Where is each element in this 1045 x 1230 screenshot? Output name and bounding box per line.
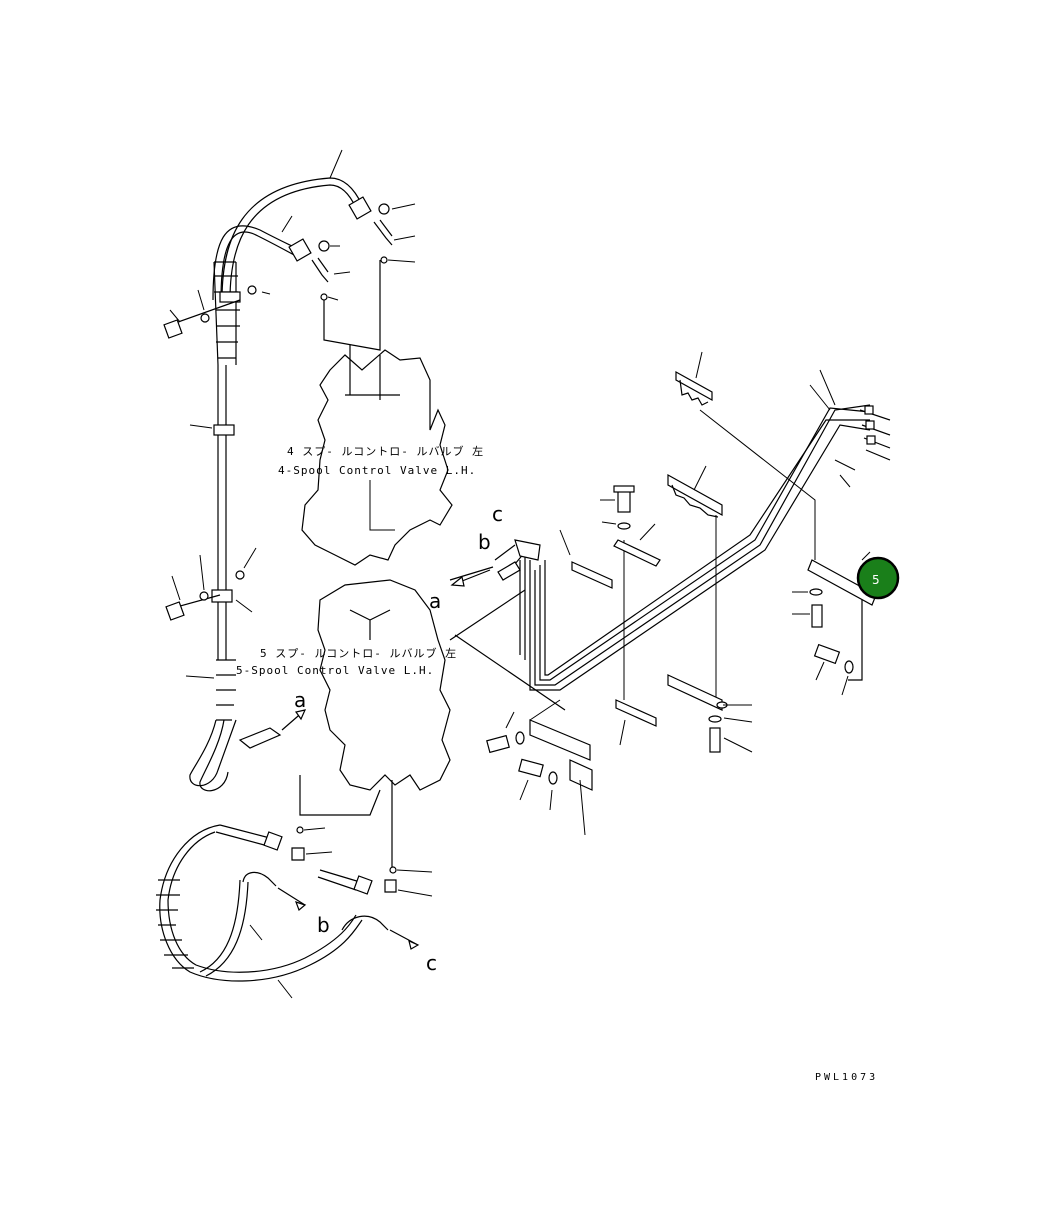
arrow-b-lower: [277, 887, 306, 906]
callout-b-upper: b: [478, 530, 491, 554]
control-valve-5spool: [299, 579, 451, 870]
tube-clamps: [529, 351, 877, 836]
control-valve-4spool: [301, 260, 453, 566]
item-marker-5[interactable]: 5: [856, 556, 900, 600]
valve5-label-en: 5-Spool Control Valve L.H.: [236, 664, 434, 677]
valve5-label-jp: 5 スプ- ルコントロ- ルバルブ 左: [260, 646, 457, 660]
tube-bundle: [449, 369, 891, 711]
callout-a-lower: a: [294, 688, 306, 712]
item-marker-circle[interactable]: [856, 556, 900, 600]
fasteners: [486, 485, 854, 811]
valve4-label-en: 4-Spool Control Valve L.H.: [278, 464, 476, 477]
drawing-code: PWL1073: [815, 1072, 878, 1083]
arrow-b-upper: [449, 566, 494, 581]
item-marker-label: 5: [872, 573, 880, 587]
callout-b-lower: b: [317, 913, 330, 937]
valve4-label-jp: 4 スプ- ルコントロ- ルバルブ 左: [287, 444, 484, 458]
callout-c-upper: c: [492, 502, 503, 526]
callout-c-lower: c: [426, 951, 437, 975]
upper-hose-assembly: [163, 149, 416, 792]
callout-a-upper: a: [429, 589, 441, 613]
lower-hose-assembly: [156, 824, 433, 999]
